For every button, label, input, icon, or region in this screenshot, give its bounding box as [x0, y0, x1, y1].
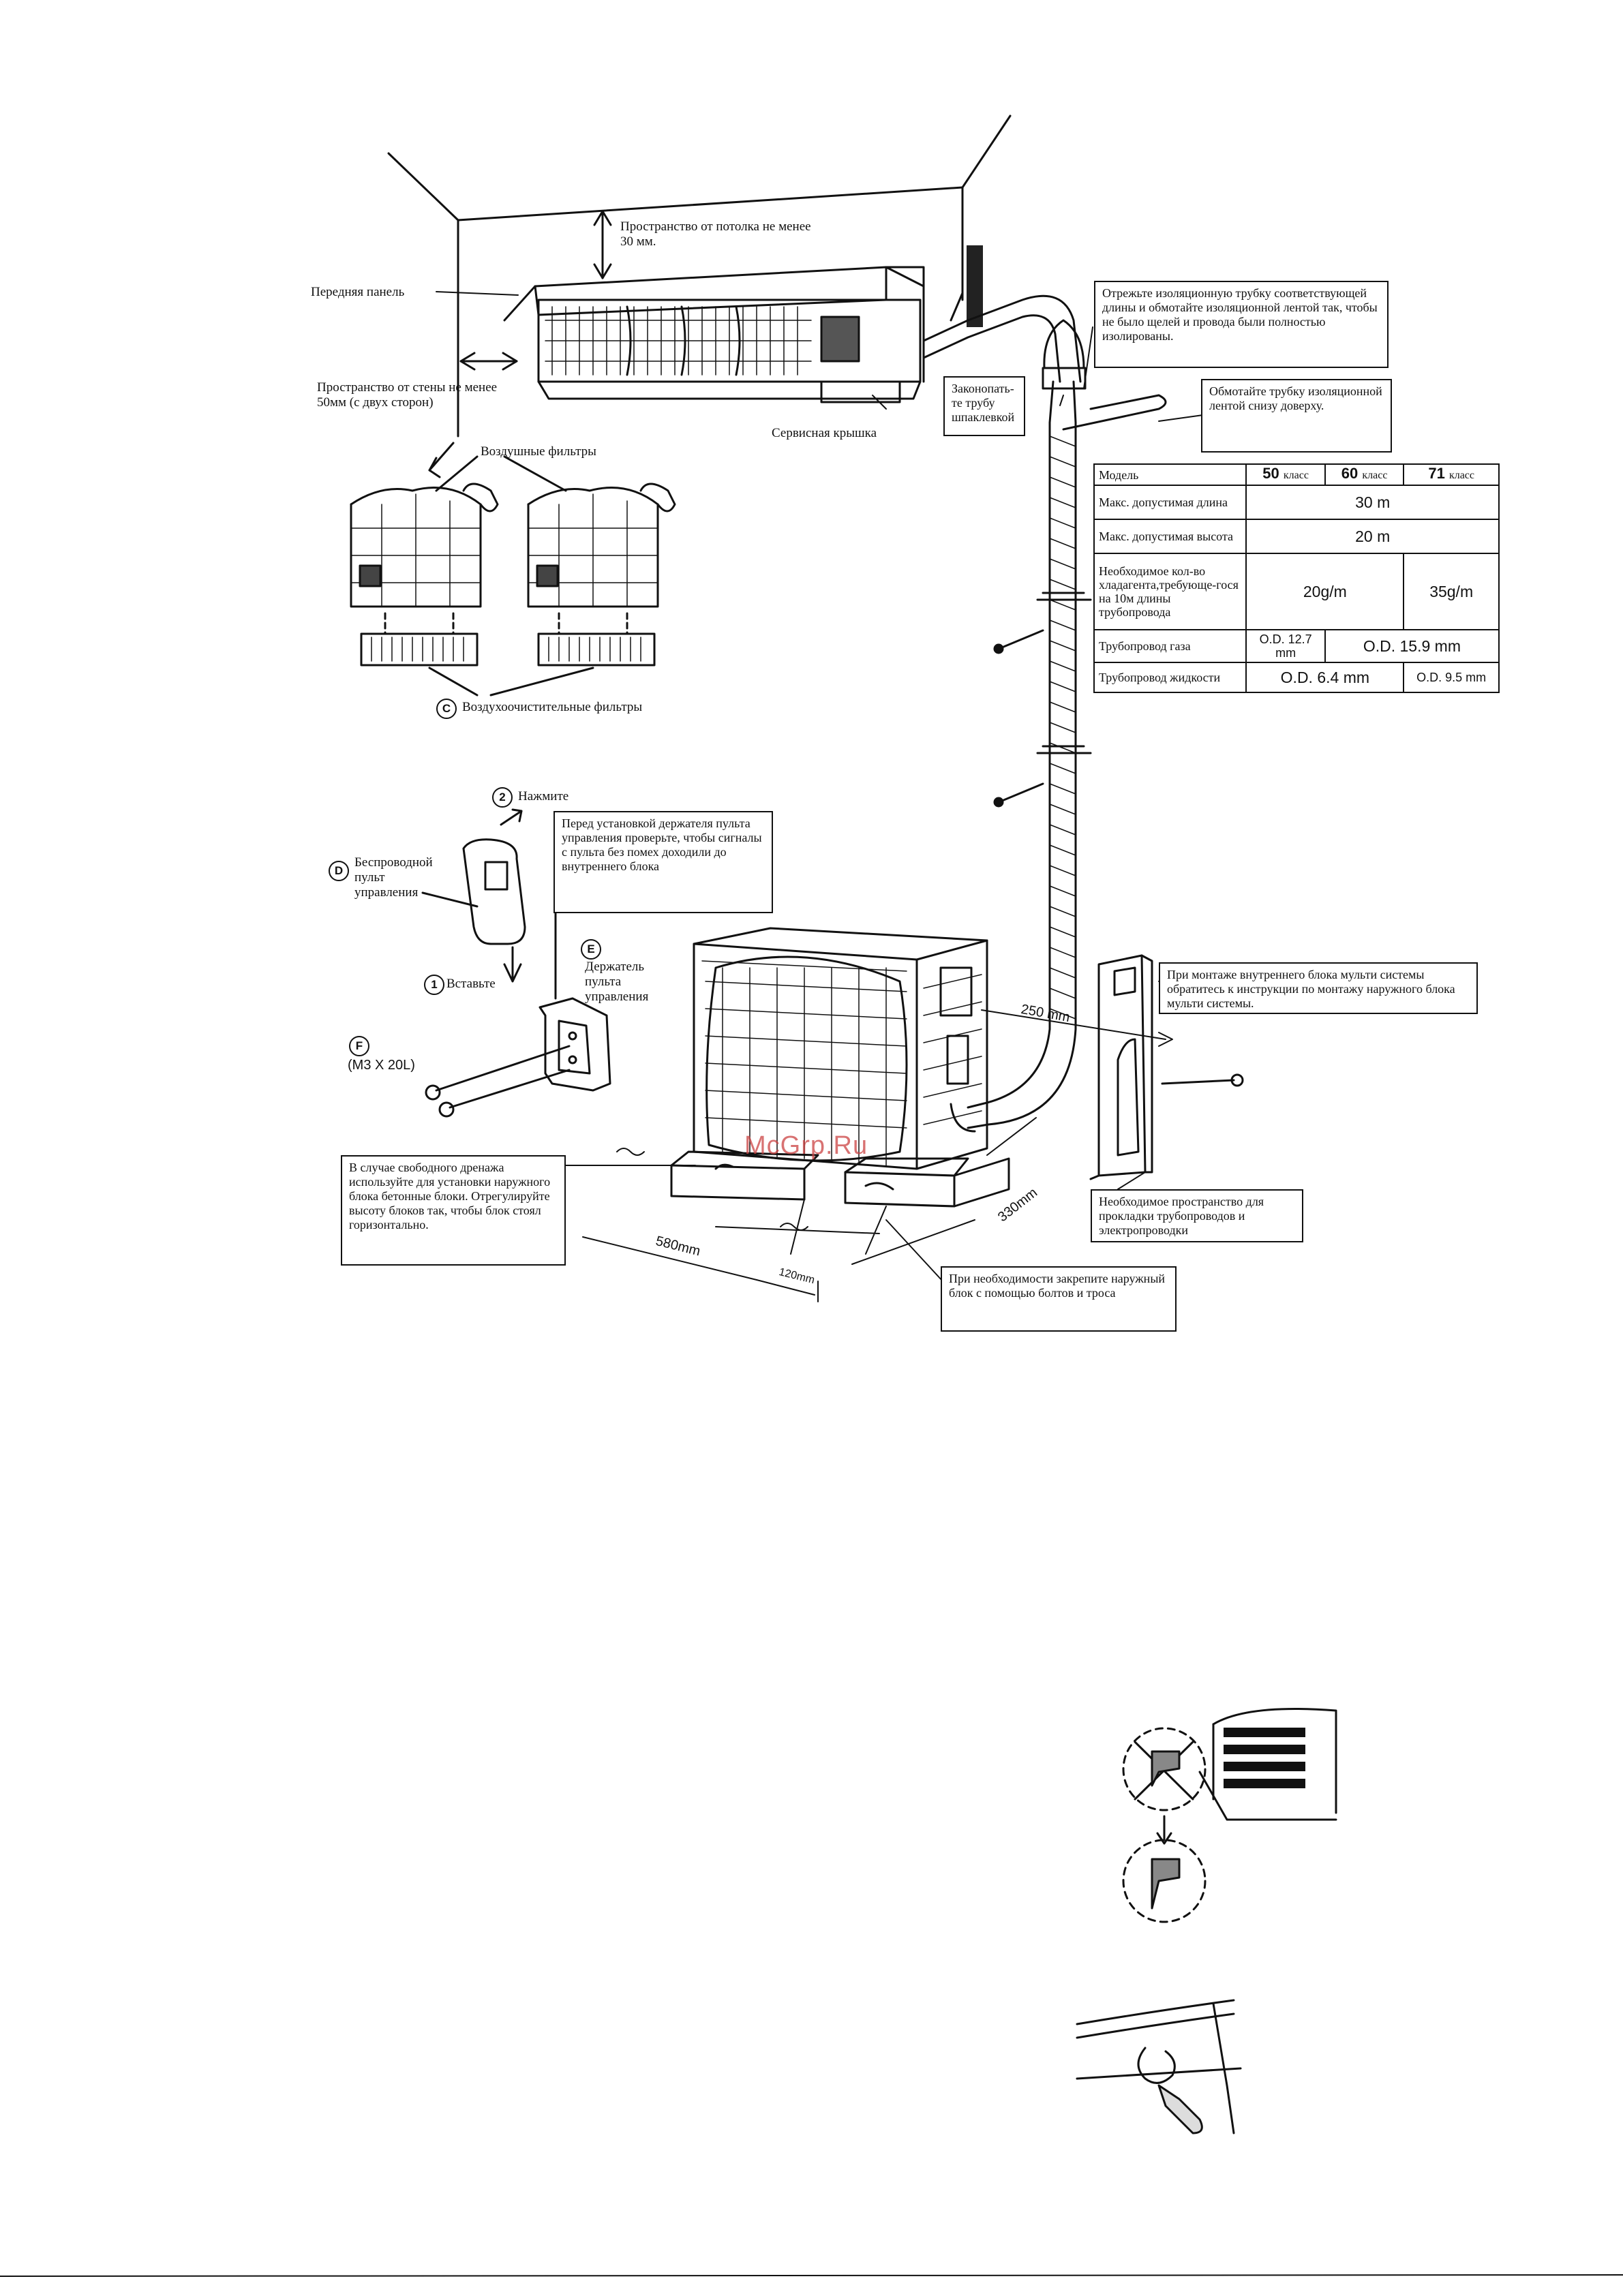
wall-clearance-label: Пространство от стены не менее 50мм (с д… [317, 380, 498, 410]
insert-label: Вставьте [446, 977, 496, 991]
max-height-label: Макс. допустимая высота [1093, 519, 1247, 554]
screw-spec-label: (M3 X 20L) [348, 1058, 415, 1073]
remote-holder-drawing [425, 912, 611, 1118]
remote-holder-label: Держатель пульта управления [585, 960, 649, 1004]
refrigerant-label: Необходимое кол-во хладагента,требующе-г… [1093, 553, 1247, 630]
dimension-lines [582, 1009, 1173, 1302]
liquid-pipe-label: Трубопровод жидкости [1093, 662, 1247, 693]
multi-system-note: При монтаже внутреннего блока мульти сис… [1159, 962, 1478, 1014]
check-remote-note: Перед установкой держателя пульта управл… [553, 811, 773, 913]
service-cover-label: Сервисная крышка [772, 426, 877, 440]
filter-hook-detail [1122, 1708, 1337, 1923]
page-bottom-line [0, 2274, 1623, 2277]
marker-d: D [329, 861, 349, 881]
table-row: Необходимое кол-во хладагента,требующе-г… [1093, 553, 1500, 630]
pipe-clamp-screws [993, 629, 1244, 1087]
air-filters-label: Воздушные фильтры [481, 444, 596, 459]
marker-step-1: 1 [424, 975, 444, 995]
marker-e: E [581, 939, 601, 960]
indoor-unit-drawing [503, 266, 925, 403]
ground-marks [616, 1148, 808, 1231]
putty-pipe-note: Законопать-те трубу шпаклевкой [943, 376, 1025, 436]
press-label: Нажмите [518, 789, 569, 803]
cut-insulation-note: Отрежьте изоляционную трубку соответству… [1094, 281, 1389, 368]
front-panel-label: Передняя панель [311, 285, 405, 299]
air-cleaning-filters-drawing [360, 612, 656, 697]
max-height-value: 20 m [1245, 519, 1500, 554]
class-71-header: 71 класс [1403, 463, 1500, 486]
panel-latch-detail [1076, 1999, 1242, 2134]
table-row: Трубопровод жидкости O.D. 6.4 mm O.D. 9.… [1093, 662, 1500, 693]
ceiling-clearance-arrow [593, 210, 612, 279]
liquid-pipe-value-50-60: O.D. 6.4 mm [1245, 662, 1405, 693]
leader-lines [436, 291, 1209, 1282]
multi-system-panel-drawing [1089, 954, 1153, 1180]
outdoor-unit-drawing [693, 927, 988, 1170]
free-drain-note: В случае свободного дренажа используйте … [341, 1155, 566, 1266]
watermark: McGrp.Ru [744, 1131, 868, 1160]
max-length-label: Макс. допустимая длина [1093, 485, 1247, 520]
gas-pipe-value-50: O.D. 12.7 mm [1245, 629, 1326, 663]
refrigerant-value-71: 35g/m [1403, 553, 1500, 630]
air-filters-drawing [350, 442, 676, 608]
fix-outdoor-note: При необходимости закрепите наружный бло… [941, 1266, 1177, 1332]
pipe-space-note: Необходимое пространство для прокладки т… [1091, 1189, 1303, 1242]
liquid-pipe-value-71: O.D. 9.5 mm [1403, 662, 1500, 693]
marker-step-2: 2 [492, 787, 513, 808]
table-row: Макс. допустимая длина 30 m [1093, 485, 1500, 520]
marker-f: F [349, 1036, 369, 1056]
table-row: Трубопровод газа O.D. 12.7 mm O.D. 15.9 … [1093, 629, 1500, 663]
refrigerant-value-50-60: 20g/m [1245, 553, 1405, 630]
ceiling-clearance-label: Пространство от потолка не менее 30 мм. [620, 219, 811, 249]
gas-pipe-label: Трубопровод газа [1093, 629, 1247, 663]
specifications-table: Модель 50 класс 60 класс 71 класс Макс. … [1093, 463, 1500, 693]
gas-pipe-value-60-71: O.D. 15.9 mm [1324, 629, 1500, 663]
wireless-remote-label: Беспроводной пульт управления [354, 855, 433, 900]
table-row: Макс. допустимая высота 20 m [1093, 519, 1500, 554]
class-50-header: 50 класс [1245, 463, 1326, 486]
remote-control-drawing [421, 808, 526, 983]
room-walls [387, 114, 1012, 438]
model-header: Модель [1093, 463, 1247, 486]
air-cleaning-filters-label: Воздухоочистительные фильтры [462, 700, 643, 714]
class-60-header: 60 класс [1324, 463, 1405, 486]
wall-clearance-arrow [459, 352, 518, 371]
wrap-tape-note: Обмотайте трубку изоляционной лентой сни… [1201, 379, 1392, 453]
max-length-value: 30 m [1245, 485, 1500, 520]
marker-c: C [436, 699, 457, 719]
table-header-row: Модель 50 класс 60 класс 71 класс [1093, 463, 1500, 486]
refrigerant-piping [922, 294, 1167, 1129]
